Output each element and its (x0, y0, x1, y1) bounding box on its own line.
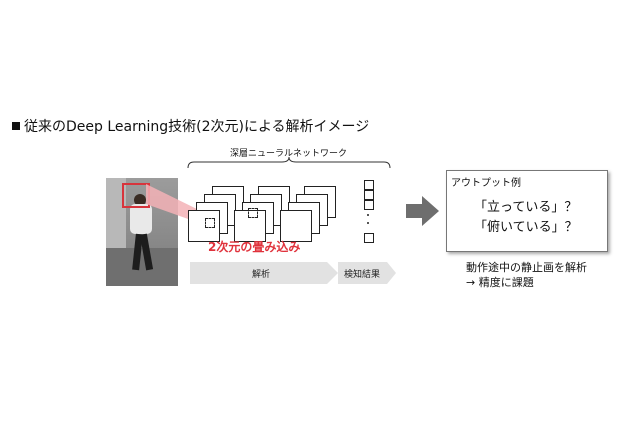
output-title: アウトプット例 (451, 178, 521, 189)
result-stage-label: 検知結果 (344, 270, 381, 280)
output-line-standing: 「立っている」？ (474, 200, 578, 215)
analysis-stage-label: 解析 (252, 270, 271, 280)
output-vector-cell (364, 190, 374, 200)
network-label: 深層ニューラルネットワーク (230, 149, 348, 159)
result-stage-bar (338, 262, 396, 284)
ellipsis-dot (367, 222, 369, 224)
note-accuracy-issue: → 精度に課題 (466, 276, 534, 289)
input-photo (106, 178, 178, 286)
bullet-square-icon (12, 122, 20, 130)
region-of-interest-box (122, 183, 150, 208)
network-bracket (187, 156, 391, 169)
diagram-heading: 従来のDeep Learning技術(2次元)による解析イメージ (12, 116, 369, 136)
ellipsis-dot (367, 214, 369, 216)
output-vector-cell (364, 233, 374, 243)
output-line-looking-down: 「俯いている」？ (474, 220, 578, 235)
output-example-box (446, 170, 608, 252)
heading-text: 従来のDeep Learning技術(2次元)による解析イメージ (24, 119, 370, 135)
feature-map (280, 210, 312, 242)
output-vector-cell (364, 180, 374, 190)
output-vector-cell (364, 200, 374, 210)
note-still-image: 動作途中の静止画を解析 (466, 261, 587, 274)
convolution-label: 2次元の畳み込み (208, 240, 301, 254)
analysis-stage-bar (190, 262, 338, 284)
kernel-dashed-box (248, 208, 258, 218)
feature-map (234, 210, 266, 242)
output-arrow-icon (406, 196, 439, 226)
kernel-dashed-box (205, 218, 215, 228)
